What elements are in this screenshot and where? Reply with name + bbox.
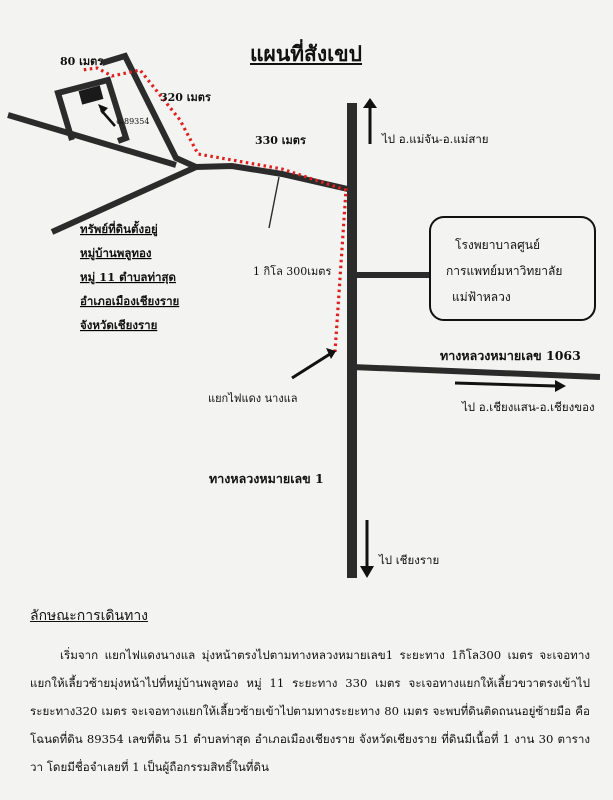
property-line-4: อำเภอเมืองเชียงราย [80,294,179,308]
left-branch-road [7,112,177,168]
route-dotted-line [81,66,348,353]
parcel-arrowhead [98,104,108,114]
description-heading: ลักษณะการเดินทาง [30,608,149,624]
hospital-line-3: แม่ฟ้าหลวง [452,290,511,304]
highway-1063-label: ทางหลวงหมายเลข 1063 [440,348,581,363]
east-arrow-shaft [454,381,557,388]
property-line-3: หมู่ 11 ตำบลท่าสุด [80,270,176,285]
route-map: 80 เมตร 320 เมตร 330 เมตร 1 กิโล 300เมตร… [7,52,601,578]
page-title: แผนที่สังเขป [250,41,362,66]
dist-330-label: 330 เมตร [255,134,306,147]
property-location-text: ทรัพย์ที่ดินตั้งอยู่ หมู่บ้านพลูทอง หมู่… [80,220,179,332]
side-road-thin [268,176,280,229]
highway-1063-road [351,364,601,380]
hospital-box [429,216,596,321]
hospital-line-1: โรงพยาบาลศูนย์ [455,238,540,253]
highway-1-label: ทางหลวงหมายเลข 1 [209,471,324,486]
south-arrowhead [360,566,374,578]
hospital-line-2: การแพทย์มหาวิทยาลัย [446,264,562,278]
north-arrowhead [363,98,377,108]
land-parcel-marker [78,85,104,105]
to-chiangrai-label: ไป เชียงราย [378,553,439,567]
to-maechan-label: ไป อ.แม่จัน-อ.แม่สาย [381,132,489,146]
dist-320-label: 320 เมตร [160,91,211,104]
parcel-number-label: ฉ.89354 [116,117,149,126]
junction-label: แยกไฟแดง นางแล [208,392,298,405]
junction-arrowhead [326,348,336,359]
property-line-5: จังหวัดเชียงราย [80,318,157,332]
junction-arrow-shaft [291,352,331,380]
dist-1k300-label: 1 กิโล 300เมตร [253,264,331,278]
parcel-block-road [54,76,130,144]
property-line-2: หมู่บ้านพลูทอง [80,246,152,261]
property-line-1: ทรัพย์ที่ดินตั้งอยู่ [80,220,158,237]
description-text: เริ่มจาก แยกไฟแดงนางแล มุ่งหน้าตรงไปตามท… [30,648,590,774]
to-chiangsaen-label: ไป อ.เชียงแสน-อ.เชียงของ [461,400,595,414]
lower-branch-road [50,164,198,235]
travel-description: ลักษณะการเดินทาง เริ่มจาก แยกไฟแดงนางแล … [30,605,590,781]
east-arrowhead [555,380,566,392]
dist-80-label: 80 เมตร [60,55,103,68]
